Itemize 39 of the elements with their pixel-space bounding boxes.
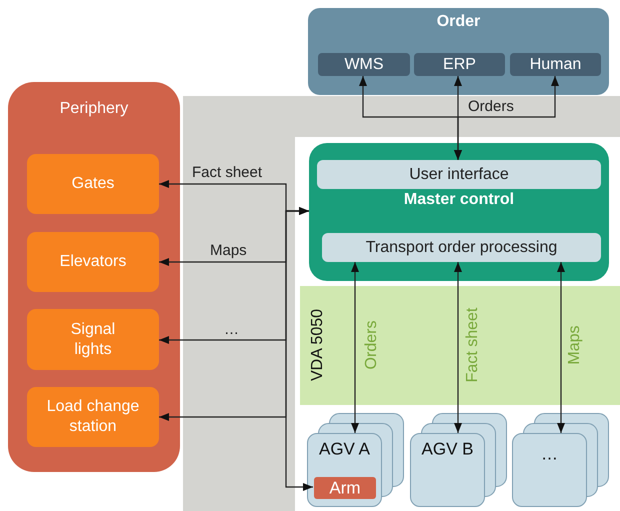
label: ERP [442, 54, 477, 74]
system-box [414, 53, 505, 76]
vehicle-card [512, 433, 587, 507]
label: Order [436, 12, 482, 32]
label: AGV B [420, 438, 474, 460]
module-box [322, 233, 601, 262]
edge-label: Maps [208, 243, 249, 260]
label: Periphery [58, 99, 130, 119]
label: User interface [408, 164, 510, 184]
vehicle-card [307, 433, 382, 507]
arrow [557, 262, 565, 433]
band-label: VDA 5050 [309, 308, 327, 382]
group-panel [8, 82, 180, 472]
device-box [27, 232, 159, 292]
arrow [454, 76, 559, 160]
label: Transport order processing [364, 238, 558, 258]
label: Elevators [58, 252, 128, 272]
label: WMS [343, 54, 385, 74]
group-panel [308, 8, 609, 95]
label: Master control [402, 190, 516, 210]
device-box [27, 309, 159, 370]
device-box [27, 387, 159, 447]
vehicle-card [410, 433, 485, 507]
arrow [454, 262, 462, 433]
label: Human [528, 54, 582, 74]
label: Load change station [46, 397, 140, 437]
module-box [314, 477, 376, 499]
label: AGV A [318, 438, 372, 460]
module-box [317, 160, 601, 189]
device-box [27, 154, 159, 214]
label: Arm [328, 477, 362, 499]
control-panel [309, 143, 609, 281]
arrow [351, 262, 359, 433]
arrow [285, 207, 313, 491]
label: Signal lights [70, 320, 116, 360]
label: Gates [70, 174, 116, 194]
system-box [510, 53, 601, 76]
system-box [318, 53, 410, 76]
label: … [540, 443, 559, 465]
